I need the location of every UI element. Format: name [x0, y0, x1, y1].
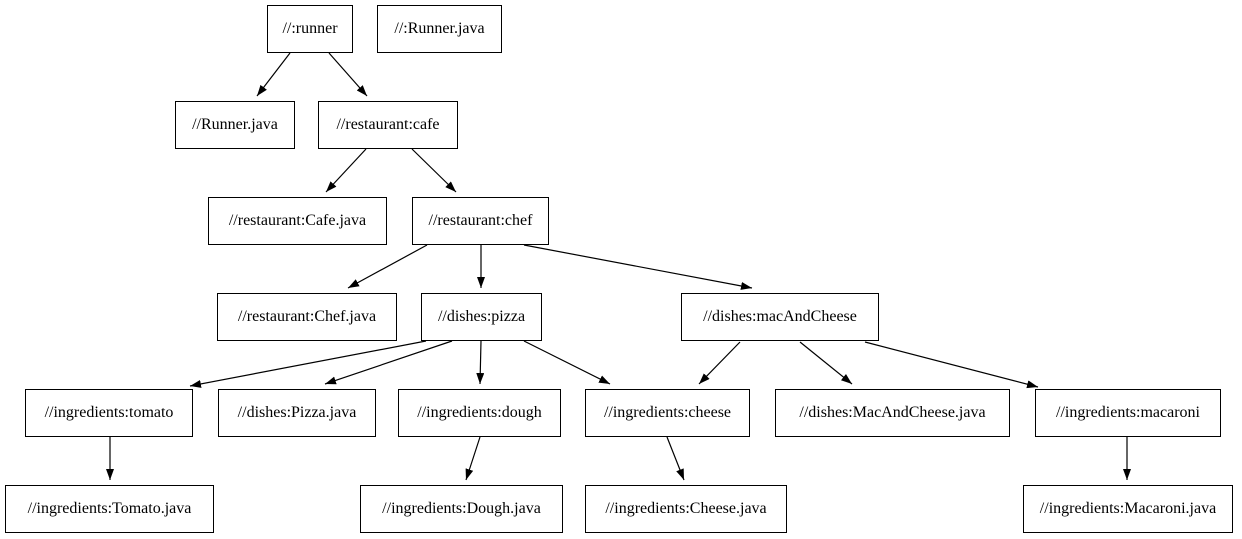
graph-node-macaroni: //ingredients:macaroni: [1035, 389, 1221, 437]
graph-node-mac-and-cheese: //dishes:macAndCheese: [681, 293, 879, 341]
graph-node-dough: //ingredients:dough: [398, 389, 561, 437]
graph-node-chef-java: //restaurant:Chef.java: [217, 293, 397, 341]
graph-node-macaroni-java: //ingredients:Macaroni.java: [1023, 485, 1233, 533]
graph-node-tomato: //ingredients:tomato: [25, 389, 193, 437]
graph-node-cafe: //restaurant:cafe: [318, 101, 458, 149]
graph-node-pizza: //dishes:pizza: [421, 293, 542, 341]
graph-edge-mac-and-cheese-to-mac-and-cheese-java: [799, 341, 853, 385]
graph-node-pizza-java: //dishes:Pizza.java: [218, 389, 376, 437]
graph-edge-cheese-to-cheese-java: [666, 436, 685, 481]
graph-edge-chef-to-chef-java: [347, 244, 428, 289]
graph-edge-cafe-to-chef: [411, 148, 457, 193]
graph-edge-mac-and-cheese-to-macaroni: [864, 341, 1039, 389]
graph-edge-runner-to-cafe: [328, 52, 368, 97]
graph-edge-pizza-to-cheese: [523, 340, 611, 385]
graph-node-mac-and-cheese-java: //dishes:MacAndCheese.java: [775, 389, 1010, 437]
graph-node-chef: //restaurant:chef: [412, 197, 549, 245]
graph-edge-runner-to-runner-java: [256, 52, 291, 97]
graph-edge-pizza-to-pizza-java: [324, 340, 453, 385]
graph-node-cheese-java: //ingredients:Cheese.java: [585, 485, 787, 533]
graph-edge-cafe-to-cafe-java: [325, 148, 367, 193]
graph-node-cheese: //ingredients:cheese: [585, 389, 750, 437]
graph-edge-mac-and-cheese-to-cheese: [698, 341, 741, 385]
graph-node-tomato-java: //ingredients:Tomato.java: [5, 485, 214, 533]
graph-node-dough-java: //ingredients:Dough.java: [360, 485, 563, 533]
graph-node-runner-java: //Runner.java: [175, 101, 295, 149]
graph-node-runner-java-target: //:Runner.java: [377, 5, 502, 53]
graph-edge-pizza-to-dough: [476, 340, 485, 385]
graph-edge-chef-to-mac-and-cheese: [523, 244, 753, 290]
graph-edge-pizza-to-tomato: [189, 340, 427, 388]
graph-edge-dough-to-dough-java: [465, 436, 481, 481]
graph-node-runner: //:runner: [267, 5, 353, 53]
graph-node-cafe-java: //restaurant:Cafe.java: [208, 197, 387, 245]
